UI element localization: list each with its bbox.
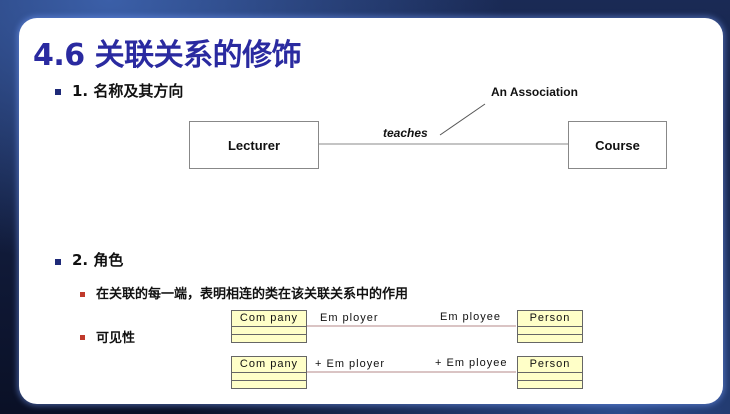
visibility-label: 可见性 — [96, 331, 136, 346]
operations-compartment — [518, 381, 582, 388]
person-class-name: Person — [518, 357, 582, 373]
attributes-compartment — [518, 373, 582, 381]
attributes-compartment — [232, 373, 306, 381]
association-diagram-lines — [318, 103, 568, 145]
annotation-pointer — [439, 103, 486, 136]
person-class-box: Person — [517, 356, 583, 389]
course-class-name: Course — [595, 137, 640, 153]
employee-role-label: Em ployee — [440, 311, 501, 323]
association-name: teaches — [383, 126, 428, 140]
bullet-icon — [55, 259, 61, 265]
operations-compartment — [232, 381, 306, 388]
company-class-box: Com pany — [231, 310, 307, 343]
employer-role-label: Em ployer — [320, 312, 379, 324]
bullet-icon — [80, 335, 85, 340]
slide: 4.6 关联关系的修饰 1. 名称及其方向 Lecturer Course te… — [19, 18, 723, 404]
company-class-box: Com pany — [231, 356, 307, 389]
public-employee-role-label: + Em ployee — [435, 357, 508, 369]
role-diagram-lines — [306, 325, 516, 373]
person-class-name: Person — [518, 311, 582, 327]
attributes-compartment — [518, 327, 582, 335]
operations-compartment — [232, 335, 306, 342]
association-annotation: An Association — [491, 85, 578, 99]
role-description: 在关联的每一端，表明相连的类在该关联关系中的作用 — [96, 287, 409, 302]
operations-compartment — [518, 335, 582, 342]
bullet-icon — [80, 292, 85, 297]
company-class-name: Com pany — [232, 357, 306, 373]
lecturer-class-name: Lecturer — [227, 137, 281, 153]
section2-heading: 2. 角色 — [72, 251, 124, 269]
course-class-box: Course — [568, 121, 667, 169]
section1-heading: 1. 名称及其方向 — [72, 82, 184, 100]
public-employer-role-label: + Em ployer — [315, 358, 385, 370]
company-class-name: Com pany — [232, 311, 306, 327]
person-class-box: Person — [517, 310, 583, 343]
lecturer-class-box: Lecturer — [189, 121, 319, 169]
bullet-icon — [55, 89, 61, 95]
slide-title: 4.6 关联关系的修饰 — [33, 38, 302, 73]
attributes-compartment — [232, 327, 306, 335]
